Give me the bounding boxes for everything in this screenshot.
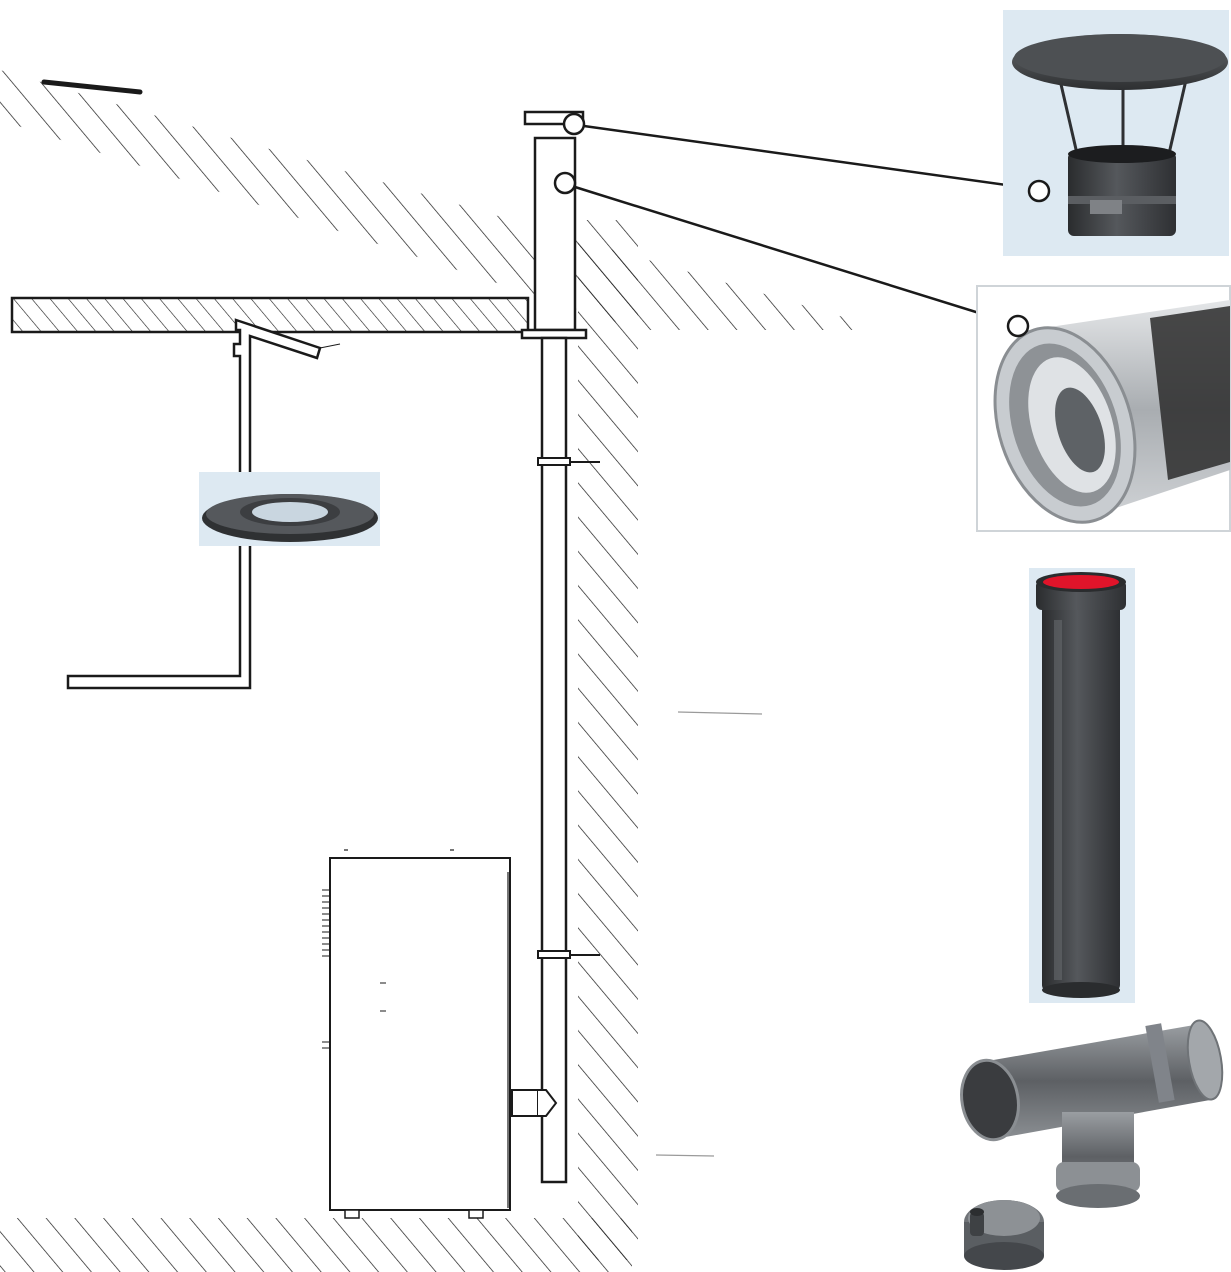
callout-insulated-pipe (553, 171, 1009, 324)
callout-rain-cap (562, 112, 1051, 203)
tee-connector-photo (960, 1019, 1224, 1270)
tee-with-cap-icon (960, 1019, 1224, 1270)
reference-line (677, 711, 763, 715)
ceiling-slab (10, 296, 530, 334)
rain-cap-icon (1012, 34, 1228, 236)
roof-hatching (0, 70, 860, 330)
floor-hatching (0, 1218, 632, 1272)
flue-pipe-icon (1036, 572, 1126, 998)
reference-line (655, 1154, 715, 1157)
boiler-unit (322, 849, 558, 1219)
insulated-pipe-icon (993, 300, 1230, 524)
rosette-icon (202, 494, 378, 542)
chimney-stack (520, 110, 600, 1184)
interior-flue-bracket (66, 318, 341, 690)
rain-cap-photo (1003, 10, 1229, 256)
wall-hatching (578, 220, 638, 1260)
wall-rosette-photo (199, 472, 380, 546)
insulated-pipe-photo (976, 285, 1231, 532)
flue-pipe-photo (1029, 568, 1135, 1003)
